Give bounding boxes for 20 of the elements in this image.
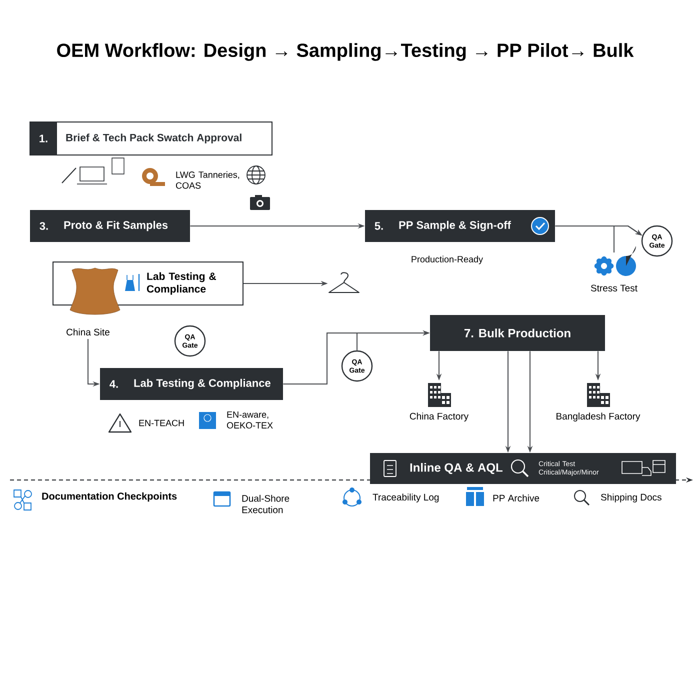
note-label: EN-TEACH <box>139 420 184 426</box>
process-box: 3. Proto & Fit Samples <box>30 210 190 242</box>
site-label: China Factory <box>410 412 469 422</box>
title: OEM Workflow: Design → Sampling→Testing → PP Pilot→ Bulk <box>57 43 634 61</box>
note-label: Documentation Checkpoints <box>42 492 177 502</box>
process-box: 7. Bulk Production <box>430 315 605 351</box>
site-label: Stress Test <box>590 284 638 292</box>
note-label: Dual-Shore Execution <box>242 494 290 514</box>
hanger-icon <box>328 272 360 293</box>
process-box: 4. Lab Testing & Compliance <box>100 368 283 400</box>
note-label: EN-aware, OEKO-TEX <box>226 411 273 429</box>
process-box: 1. Brief & Tech Pack Swatch Approval <box>30 122 272 156</box>
note-label: PP Archive <box>493 494 540 502</box>
node-label: Production-Ready <box>412 256 483 264</box>
site-label: China Site <box>66 328 110 336</box>
note-label: Shipping Docs <box>600 494 662 502</box>
site-label: Bangladesh Factory <box>556 412 640 422</box>
note-label: LWG Tanneries, COAS <box>176 171 240 189</box>
process-box: 5. PP Sample & Sign-off <box>365 210 555 242</box>
note-label: Traceability Log <box>372 494 439 502</box>
